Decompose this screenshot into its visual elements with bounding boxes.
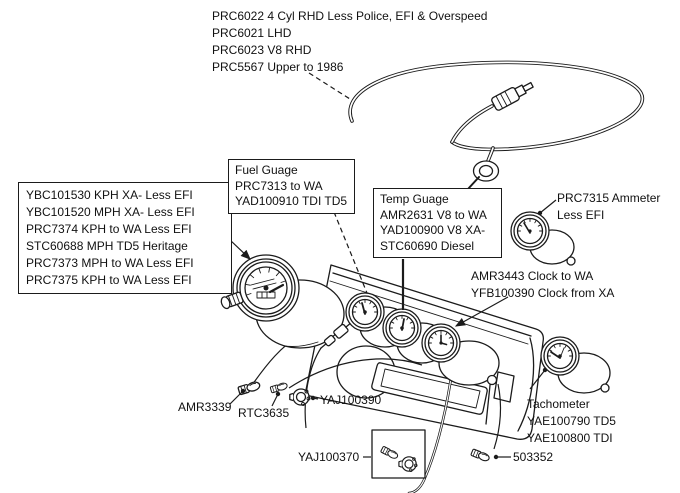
speedometer-drawing (220, 254, 345, 349)
radio-aperture (371, 362, 488, 415)
text-line: PRC5567 Upper to 1986 (212, 60, 344, 74)
tachometer-drawing (540, 336, 611, 394)
clock-note: AMR3443 Clock to WA YFB100390 Clock from… (471, 268, 614, 302)
temp-gauge-part-numbers-box: Temp Guage AMR2631 V8 to WA YAD100900 V8… (373, 188, 502, 258)
bulb-503352-drawing (470, 448, 491, 463)
panel-wiring (407, 370, 502, 493)
text-line: Tachometer (527, 397, 590, 411)
bulb-503352-label: 503352 (513, 450, 554, 464)
cable-connectors (319, 321, 353, 350)
fuel-gauge-part-numbers-box: Fuel Guage PRC7313 to WA YAD100910 TDI T… (228, 159, 355, 214)
cable-end-fitting (491, 81, 534, 111)
text-line: STC60690 Diesel (380, 238, 475, 253)
text-line: PRC6022 4 Cyl RHD Less Police, EFI & Ove… (212, 9, 488, 23)
text-line: YBC101520 MPH XA- Less EFI (26, 205, 195, 219)
cable-part-numbers-note: PRC6022 4 Cyl RHD Less Police, EFI & Ove… (212, 8, 487, 76)
text-line: YAD100910 TDI TD5 (235, 194, 348, 208)
cable-ferrule (467, 160, 500, 190)
text-line: YAE100790 TD5 (527, 414, 616, 428)
text-line: Fuel Guage (235, 163, 298, 177)
text-line: PRC7374 KPH to WA Less EFI (26, 222, 192, 236)
bulb-rtc3635-drawing (269, 381, 289, 394)
text-line: Less EFI (557, 208, 605, 222)
ammeter-note: PRC7315 Ammeter Less EFI (557, 190, 660, 224)
ammeter-drawing (510, 211, 576, 266)
leader-lines (228, 72, 557, 460)
bulb-rtc3635-label: RTC3635 (238, 406, 290, 420)
text-line: PRC6023 V8 RHD (212, 43, 312, 57)
socket-yaj100390-drawing (289, 388, 311, 407)
text-line: YFB100390 Clock from XA (471, 286, 615, 300)
text-line: Temp Guage (380, 192, 449, 206)
speedometer-part-numbers-box: YBC101530 KPH XA- Less EFI YBC101520 MPH… (18, 182, 232, 294)
text-line: PRC7375 KPH to WA Less EFI (26, 273, 192, 287)
text-line: YAD100900 V8 XA- (380, 223, 486, 237)
socket-yaj100390-label: YAJ100390 (320, 393, 382, 407)
boxed-part-yaj100370-label: YAJ100370 (298, 450, 360, 464)
speedometer-cable-drawing (348, 60, 645, 190)
clock-drawing (421, 323, 500, 386)
text-line: PRC7315 Ammeter (557, 191, 661, 205)
text-line: PRC6021 LHD (212, 26, 292, 40)
text-line: STC60688 MPH TD5 Heritage (26, 239, 188, 253)
trip-reset-knob (220, 291, 244, 310)
boxed-part-yaj100370-drawing (371, 429, 426, 479)
bulb-amr3339-label: AMR3339 (178, 400, 232, 414)
text-line: AMR2631 V8 to WA (380, 207, 487, 222)
text-line: YBC101530 KPH XA- Less EFI (26, 188, 193, 202)
text-line: PRC7373 MPH to WA Less EFI (26, 256, 194, 270)
text-line: PRC7313 to WA (235, 178, 323, 193)
tachometer-note: Tachometer YAE100790 TD5 YAE100800 TDI (527, 396, 616, 447)
text-line: AMR3443 Clock to WA (471, 269, 594, 283)
text-line: YAE100800 TDI (527, 431, 613, 445)
